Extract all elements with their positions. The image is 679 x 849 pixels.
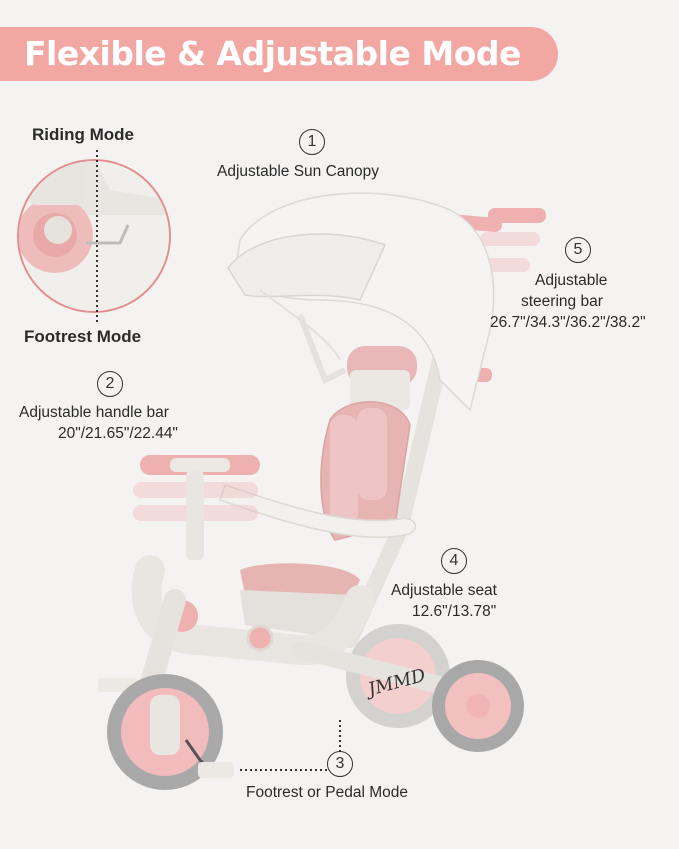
steering-bar [488,208,546,223]
feature-4-detail: 12.6"/13.78" [412,603,497,620]
title-banner: Flexible & Adjustable Mode [0,27,558,81]
feature-2-number: 2 [97,371,123,397]
banner-title: Flexible & Adjustable Mode [24,34,521,73]
feature-1-number: 1 [299,129,325,155]
footrest-mode-label: Footrest Mode [24,327,142,346]
feature-4-title: Adjustable seat [391,582,497,599]
feature-1-title: Adjustable Sun Canopy [217,163,380,180]
riding-mode-label: Riding Mode [32,125,134,144]
feature-3-number: 3 [327,751,353,777]
feature-4-number: 4 [441,548,467,574]
feature-5-title-line2: steering bar [521,293,603,310]
sun-canopy [227,192,495,412]
feature-5-number: 5 [565,237,591,263]
feature-5-title: Adjustable [535,272,608,289]
inset-detail-circle [17,159,171,313]
feature-5-detail: 26.7"/34.3"/36.2"/38.2" [490,314,646,331]
feature-2-title: Adjustable handle bar [19,404,169,421]
feature-3-title: Footrest or Pedal Mode [246,784,408,801]
footrest [198,762,234,778]
feature-2-detail: 20"/21.65"/22.44" [58,425,178,442]
rear-wheel [432,660,524,752]
front-wheel [107,674,234,790]
